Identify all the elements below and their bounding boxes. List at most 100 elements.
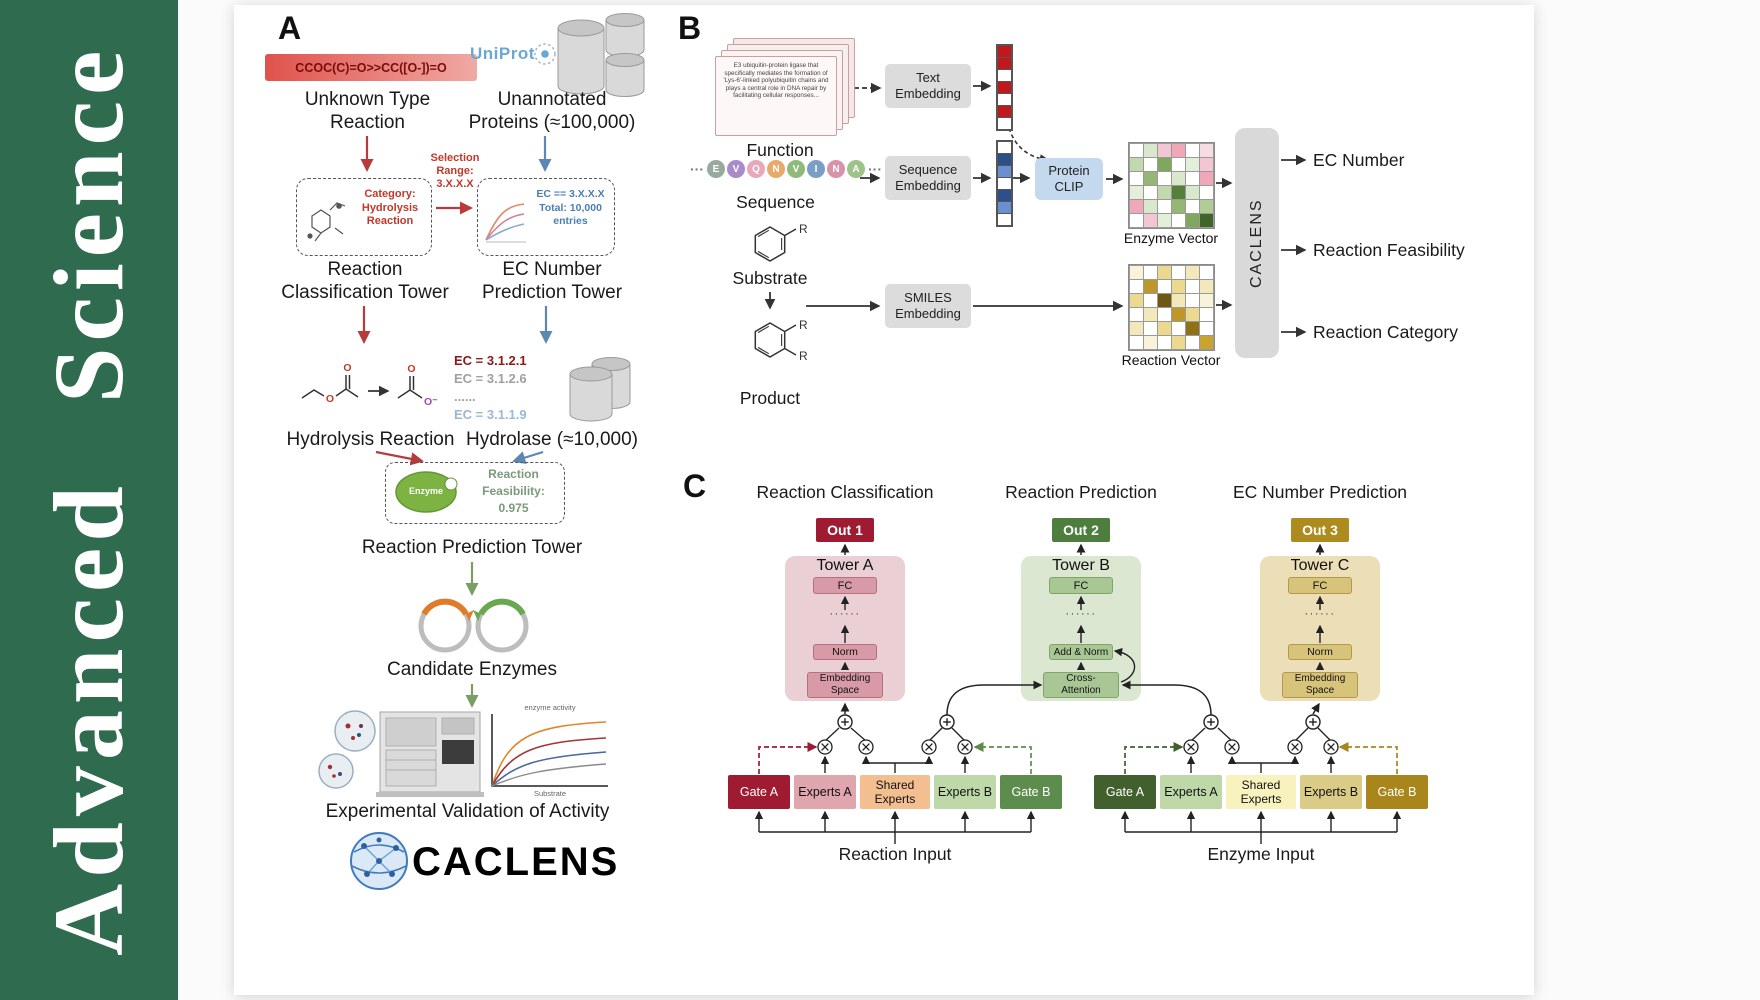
substrate-label: Substrate bbox=[732, 268, 808, 288]
header-reaction-prediction: Reaction Prediction bbox=[1005, 482, 1157, 502]
vector-cell bbox=[1130, 186, 1143, 199]
caclens-wordmark: CACLENS bbox=[412, 840, 620, 884]
caclens-module-label: CACLENS bbox=[1248, 198, 1265, 288]
vector-cell bbox=[1172, 294, 1185, 307]
caclens-logo-icon bbox=[350, 832, 408, 890]
enzyme-vector-matrix bbox=[1128, 142, 1215, 229]
category-hydrolysis-label: Category: Hydrolysis Reaction bbox=[361, 188, 419, 227]
residue-token: V bbox=[727, 160, 745, 178]
expert-output-lines bbox=[820, 755, 1336, 773]
text-embedding-box: Text Embedding bbox=[885, 64, 971, 108]
vector-cell bbox=[1200, 200, 1213, 213]
panel-b: R R R B E3 ubiquitin-protein ligase that… bbox=[670, 0, 1550, 460]
activity-graph-icon bbox=[491, 714, 608, 787]
vector-cell bbox=[998, 46, 1011, 57]
panel-b-label: B bbox=[678, 10, 702, 46]
sequence-embedding-box: Sequence Embedding bbox=[885, 156, 971, 200]
ec-range-label: EC == 3.X.X.X Total: 10,000 entries bbox=[536, 188, 605, 227]
vector-cell bbox=[1172, 200, 1185, 213]
product-r-label: R bbox=[799, 349, 808, 363]
product-label: Product bbox=[739, 388, 801, 408]
residue-token: E bbox=[707, 160, 725, 178]
database-stack-icon bbox=[557, 13, 645, 97]
ec-item: ...... bbox=[454, 389, 476, 404]
arrow-hydrolysis-to-pred bbox=[375, 450, 424, 466]
vector-cell bbox=[1200, 144, 1213, 157]
gate-a-right-box: Gate A bbox=[1094, 775, 1156, 809]
product-structure: R R bbox=[754, 318, 808, 363]
vector-cell bbox=[1130, 172, 1143, 185]
ec-item: EC = 3.1.2.6 bbox=[454, 371, 527, 386]
experts-a-left-box: Experts A bbox=[794, 775, 856, 809]
vector-cell bbox=[1172, 158, 1185, 171]
vector-cell bbox=[1200, 294, 1213, 307]
vector-cell bbox=[1186, 214, 1199, 227]
vector-cell bbox=[1200, 214, 1213, 227]
uniprot-logo-text: UniProt bbox=[470, 44, 535, 63]
vector-cell bbox=[1186, 200, 1199, 213]
vector-cell bbox=[1158, 200, 1171, 213]
shared-experts-right-box: Shared Experts bbox=[1226, 775, 1296, 809]
reaction-vector-label: Reaction Vector bbox=[1121, 352, 1221, 368]
vector-cell bbox=[1130, 158, 1143, 171]
vector-cell bbox=[1186, 158, 1199, 171]
vector-cell bbox=[1130, 336, 1143, 349]
vector-cell bbox=[1130, 280, 1143, 293]
vector-cell bbox=[998, 202, 1011, 213]
vector-cell bbox=[1144, 308, 1157, 321]
graph-xlabel: Substrate bbox=[533, 789, 567, 798]
residue-token: I bbox=[807, 160, 825, 178]
atom-o-carbonyl: O bbox=[343, 362, 351, 374]
vector-cell bbox=[998, 94, 1011, 105]
vector-cell bbox=[1186, 186, 1199, 199]
vector-cell bbox=[1144, 186, 1157, 199]
smiles-reaction-box: CCOC(C)=O>>CC([O-])=O bbox=[265, 54, 477, 81]
selection-range-label: Selection Range: 3.X.X.X bbox=[430, 152, 480, 190]
vector-cell bbox=[1130, 266, 1143, 279]
vector-cell bbox=[998, 58, 1011, 69]
hydrolysis-reaction-structures: O O O O⁻ bbox=[301, 362, 438, 408]
ec-item: EC = 3.1.2.1 bbox=[454, 353, 527, 368]
ec-item: EC = 3.1.1.9 bbox=[454, 407, 527, 422]
sequence-ellipsis: ··· bbox=[868, 161, 882, 177]
sequence-ellipsis: ··· bbox=[690, 161, 704, 177]
vector-cell bbox=[1186, 322, 1199, 335]
vector-cell bbox=[1144, 200, 1157, 213]
tower-a-fc: FC bbox=[813, 577, 877, 594]
atom-o-minus: O⁻ bbox=[424, 396, 438, 408]
vector-cell bbox=[1186, 308, 1199, 321]
vector-cell bbox=[1144, 280, 1157, 293]
sequence-embedding-vector bbox=[996, 140, 1013, 227]
vector-cell bbox=[1172, 214, 1185, 227]
vector-cell bbox=[998, 214, 1011, 225]
classification-tower-label: Reaction Classification Tower bbox=[281, 259, 449, 303]
vector-cell bbox=[998, 70, 1011, 81]
header-ec-number-prediction: EC Number Prediction bbox=[1232, 482, 1408, 502]
tower-c-norm: Norm bbox=[1288, 644, 1352, 660]
sum-nodes bbox=[837, 714, 1321, 730]
tower-c-dots: ······ bbox=[1304, 608, 1336, 620]
vector-cell bbox=[1186, 144, 1199, 157]
header-reaction-classification: Reaction Classification bbox=[756, 482, 934, 502]
vector-cell bbox=[998, 166, 1011, 177]
ec-tower-label: EC Number Prediction Tower bbox=[481, 259, 623, 303]
vector-cell bbox=[1200, 266, 1213, 279]
reaction-input-label: Reaction Input bbox=[838, 844, 952, 864]
gate-b-right-box: Gate B bbox=[1366, 775, 1428, 809]
vector-cell bbox=[1200, 158, 1213, 171]
tower-a-title: Tower A bbox=[816, 557, 874, 574]
tower-b-dots: ······ bbox=[1065, 608, 1097, 620]
uniprot-logo-swirl-icon bbox=[534, 43, 556, 65]
gate-a-right-dashed bbox=[1124, 741, 1184, 774]
sequence-label: Sequence bbox=[736, 192, 815, 212]
shared-experts-left-box: Shared Experts bbox=[860, 775, 930, 809]
arrow-textvec-to-clip bbox=[1008, 127, 1050, 164]
experts-a-right-box: Experts A bbox=[1160, 775, 1222, 809]
journal-banner: Advanced Science bbox=[0, 0, 178, 1000]
vector-cell bbox=[1158, 214, 1171, 227]
hydrolysis-reaction-label: Hydrolysis Reaction bbox=[286, 429, 455, 450]
panel-a-label: A bbox=[278, 10, 302, 46]
vector-cell bbox=[1172, 336, 1185, 349]
reaction-vector-matrix bbox=[1128, 264, 1215, 351]
substrate-structure: R bbox=[754, 222, 808, 262]
